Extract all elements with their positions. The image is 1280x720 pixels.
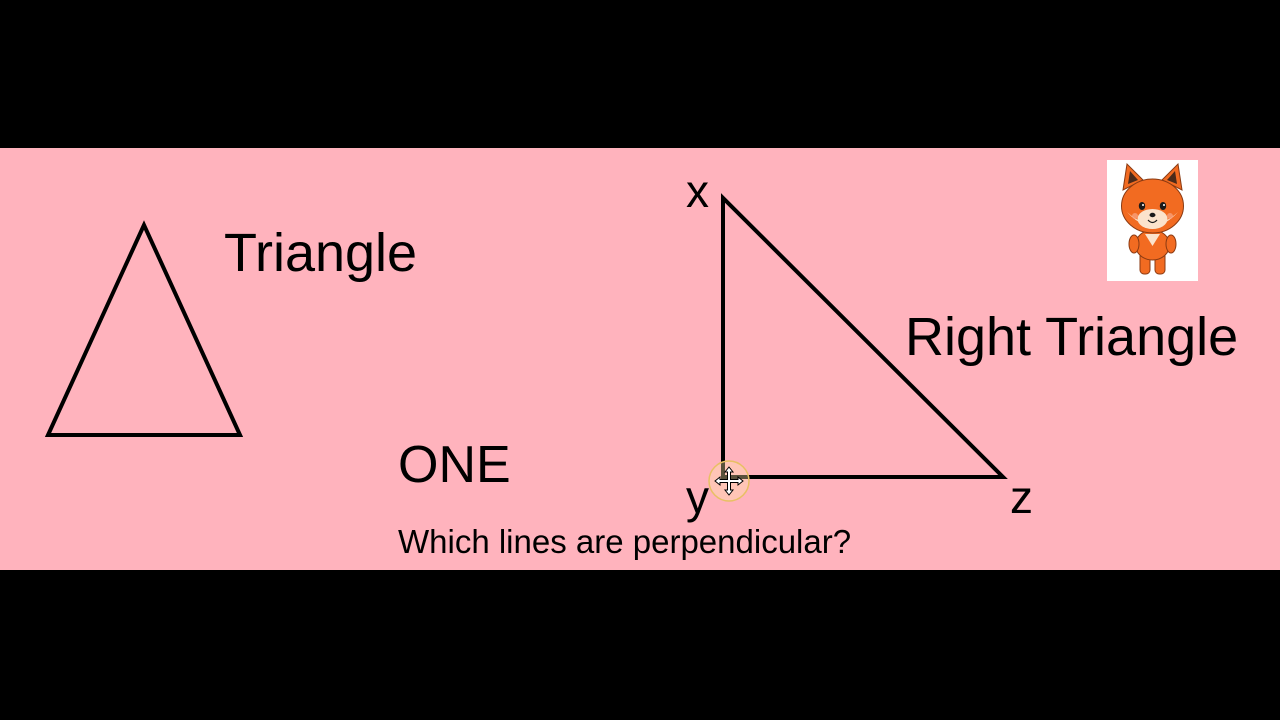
isosceles-triangle-shape: [44, 220, 244, 437]
question-text: Which lines are perpendicular?: [398, 523, 852, 560]
right-triangle-shape: [721, 193, 1008, 479]
letterbox-bottom: [0, 570, 1280, 720]
right-triangle-label: Right Triangle: [905, 307, 1239, 367]
slide-canvas: Triangle Right Triangle ONE Which lines …: [0, 148, 1280, 570]
vertex-x-label: x: [686, 165, 709, 217]
fox-mascot-graphic: [1121, 162, 1184, 275]
count-label: ONE: [398, 436, 511, 494]
letterbox-top: [0, 0, 1280, 148]
fox-mascot-icon: [1107, 160, 1198, 281]
vertex-y-label: y: [686, 471, 709, 523]
vertex-z-label: z: [1010, 471, 1033, 523]
move-cursor-icon: [706, 458, 752, 509]
slide-shapes: [44, 193, 1008, 479]
triangle-label: Triangle: [224, 223, 418, 283]
